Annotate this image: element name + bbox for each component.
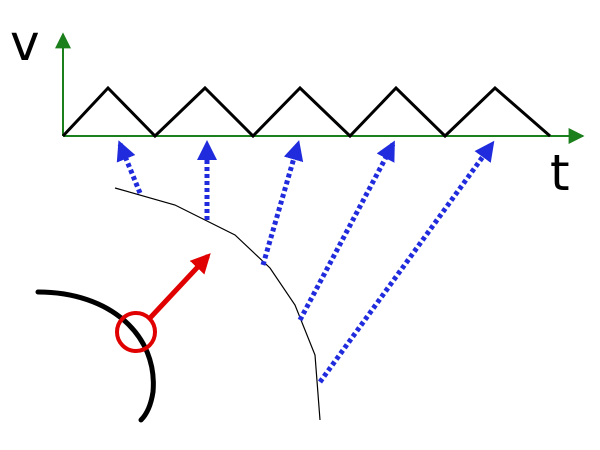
red-arrow — [148, 253, 211, 320]
dotted-arrows — [116, 140, 495, 384]
triangle-wave — [61, 85, 551, 139]
source-arc — [35, 289, 156, 423]
x-axis-label: t — [550, 144, 570, 202]
boundary-curve — [114, 187, 321, 421]
highlight-circle — [115, 311, 157, 353]
y-axis-label: v — [10, 14, 40, 72]
dotted-arrow-1 — [116, 140, 143, 194]
dotted-arrow-4 — [297, 140, 396, 322]
dotted-arrow-3 — [260, 140, 304, 266]
dotted-arrow-5 — [317, 140, 495, 384]
